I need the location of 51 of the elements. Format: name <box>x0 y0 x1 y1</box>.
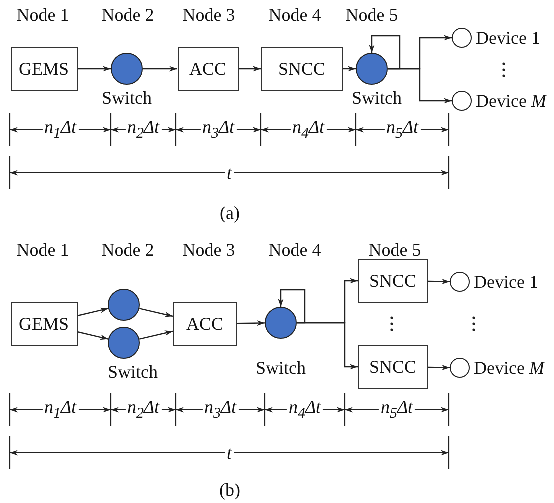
panel-label: (a) <box>220 204 240 222</box>
device-label: Device 1 <box>476 29 540 47</box>
process-box: SNCC <box>261 47 343 91</box>
switch-label: Switch <box>352 89 402 107</box>
process-box: ACC <box>173 302 237 346</box>
node-heading: Node 4 <box>268 241 322 259</box>
node-heading: Node 2 <box>102 6 154 24</box>
arrow <box>237 320 265 326</box>
switch-circle <box>356 53 388 85</box>
arrow <box>139 330 174 340</box>
switch-circle <box>265 307 297 339</box>
arrow <box>77 331 109 340</box>
device-label: Device M <box>474 359 544 377</box>
node-heading: Node 1 <box>16 6 70 24</box>
arrow <box>143 66 178 72</box>
device-circle <box>450 358 470 378</box>
switch-label: Switch <box>102 89 152 107</box>
process-box: GEMS <box>10 47 78 91</box>
device-circle <box>452 91 472 111</box>
arrow <box>428 364 450 371</box>
switch-circle <box>108 327 140 359</box>
node-heading: Node 4 <box>268 6 322 24</box>
device-circle <box>452 28 472 48</box>
arrow <box>369 35 401 70</box>
device-circle <box>450 272 470 292</box>
arrow <box>78 66 111 72</box>
process-box: SNCC <box>358 259 428 303</box>
device-label: Device 1 <box>474 273 538 291</box>
arrow <box>388 68 452 104</box>
arrow <box>278 289 306 324</box>
arrow <box>77 308 109 317</box>
node-heading: Node 2 <box>102 241 154 259</box>
node-heading: Node 1 <box>16 241 70 259</box>
device-label: Device M <box>476 92 546 110</box>
arrow <box>238 66 261 72</box>
node-heading: Node 3 <box>182 6 236 24</box>
process-box: SNCC <box>358 345 428 389</box>
switch-circle <box>111 53 143 85</box>
node-heading: Node 3 <box>182 241 236 259</box>
arrow <box>343 66 356 72</box>
switch-label: Switch <box>108 363 158 381</box>
arrow <box>139 308 174 318</box>
arrow <box>428 278 450 285</box>
arrow <box>297 322 358 370</box>
panel-label: (b) <box>220 481 240 499</box>
switch-circle <box>108 289 140 321</box>
node-heading: Node 5 <box>368 241 422 259</box>
process-box: GEMS <box>10 302 78 346</box>
process-box: ACC <box>178 47 238 91</box>
node-heading: Node 5 <box>346 6 398 24</box>
switch-label: Switch <box>256 359 306 377</box>
